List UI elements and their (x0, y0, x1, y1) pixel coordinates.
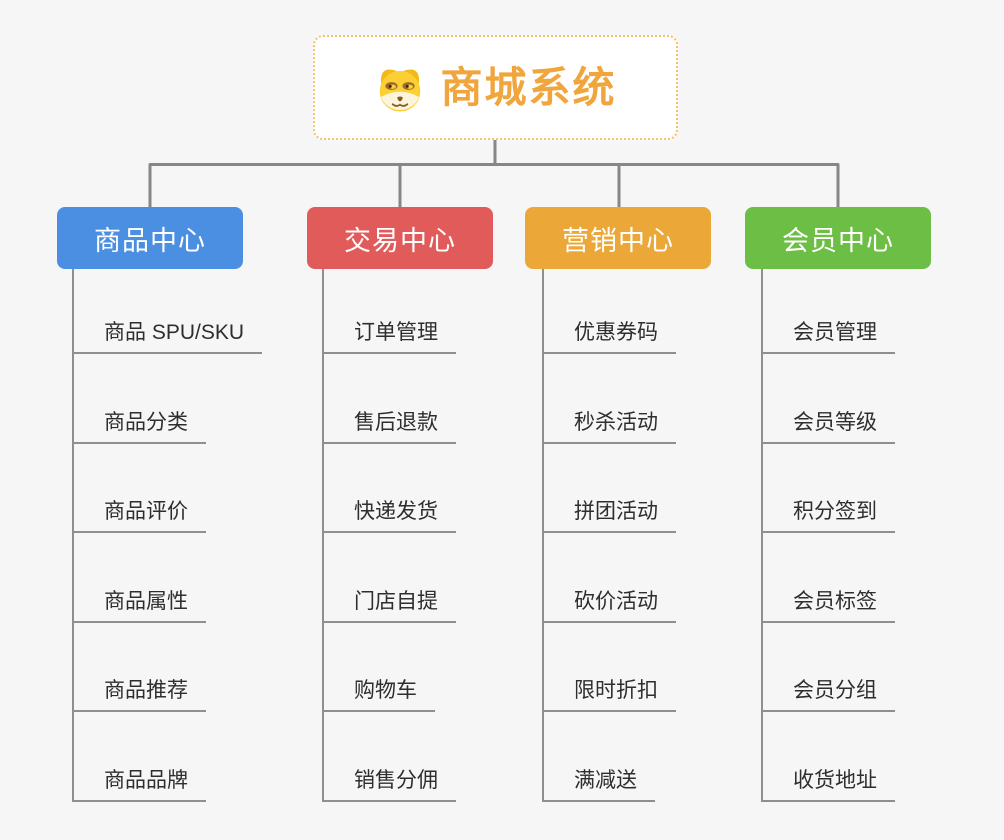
subtopic-label: 秒杀活动 (574, 411, 658, 434)
subtopic-label: 砍价活动 (574, 590, 658, 613)
subtopic-label: 会员等级 (793, 411, 877, 434)
subtopic[interactable]: 门店自提 (322, 581, 456, 623)
subtopic-label: 订单管理 (354, 321, 438, 344)
subtopic-label: 商品分类 (104, 411, 188, 434)
subtopic-label: 拼团活动 (574, 500, 658, 523)
root-topic-label: 商城系统 (440, 63, 617, 111)
branch-topic-label: 商品中心 (94, 225, 206, 256)
branch-topic-trade-center[interactable]: 交易中心 (307, 207, 493, 269)
branch-topic-product-center[interactable]: 商品中心 (57, 207, 243, 269)
subtopic[interactable]: 拼团活动 (542, 491, 676, 533)
subtopic-label: 收货地址 (793, 769, 877, 792)
branch-topic-marketing-center[interactable]: 营销中心 (525, 207, 711, 269)
subtopic-label: 商品 SPU/SKU (104, 321, 245, 344)
subtopic[interactable]: 会员管理 (761, 312, 895, 354)
subtopic[interactable]: 收货地址 (761, 760, 895, 802)
branch-children-line (761, 269, 763, 802)
subtopic[interactable]: 商品属性 (72, 581, 206, 623)
branch-children-line (322, 269, 324, 802)
subtopic[interactable]: 满减送 (542, 760, 655, 802)
branch-topic-label: 营销中心 (562, 225, 674, 256)
subtopic-label: 会员标签 (793, 590, 877, 613)
branch-topic-label: 会员中心 (782, 225, 894, 256)
subtopic[interactable]: 商品 SPU/SKU (72, 312, 263, 354)
subtopic-label: 会员管理 (793, 321, 877, 344)
subtopic[interactable]: 销售分佣 (322, 760, 456, 802)
subtopic[interactable]: 会员分组 (761, 670, 895, 712)
subtopic[interactable]: 限时折扣 (542, 670, 676, 712)
subtopic[interactable]: 商品推荐 (72, 670, 206, 712)
subtopic[interactable]: 商品评价 (72, 491, 206, 533)
subtopic-label: 积分签到 (793, 500, 877, 523)
subtopic-label: 商品评价 (104, 500, 188, 523)
subtopic-label: 商品推荐 (104, 679, 188, 702)
subtopic-label: 快递发货 (354, 500, 438, 523)
subtopic-label: 满减送 (574, 769, 637, 792)
subtopic[interactable]: 会员标签 (761, 581, 895, 623)
subtopic-label: 优惠券码 (574, 321, 658, 344)
branch-children-line (72, 269, 74, 802)
subtopic-label: 商品品牌 (104, 769, 188, 792)
subtopic-label: 会员分组 (793, 679, 877, 702)
subtopic[interactable]: 商品分类 (72, 402, 206, 444)
root-topic[interactable]: 商城系统 (313, 35, 678, 140)
subtopic[interactable]: 售后退款 (322, 402, 456, 444)
subtopic-label: 购物车 (354, 679, 417, 702)
subtopic-label: 限时折扣 (574, 679, 658, 702)
subtopic-label: 门店自提 (354, 590, 438, 613)
doge-icon (380, 69, 421, 112)
subtopic[interactable]: 订单管理 (322, 312, 456, 354)
branch-topic-member-center[interactable]: 会员中心 (745, 207, 931, 269)
subtopic[interactable]: 积分签到 (761, 491, 895, 533)
branch-children-line (542, 269, 544, 802)
branch-topic-label: 交易中心 (344, 225, 456, 256)
subtopic[interactable]: 购物车 (322, 670, 435, 712)
subtopic-label: 销售分佣 (354, 769, 438, 792)
subtopic[interactable]: 秒杀活动 (542, 402, 676, 444)
subtopic[interactable]: 优惠券码 (542, 312, 676, 354)
subtopic[interactable]: 砍价活动 (542, 581, 676, 623)
subtopic[interactable]: 会员等级 (761, 402, 895, 444)
subtopic[interactable]: 快递发货 (322, 491, 456, 533)
subtopic-label: 商品属性 (104, 590, 188, 613)
subtopic[interactable]: 商品品牌 (72, 760, 206, 802)
subtopic-label: 售后退款 (354, 411, 438, 434)
